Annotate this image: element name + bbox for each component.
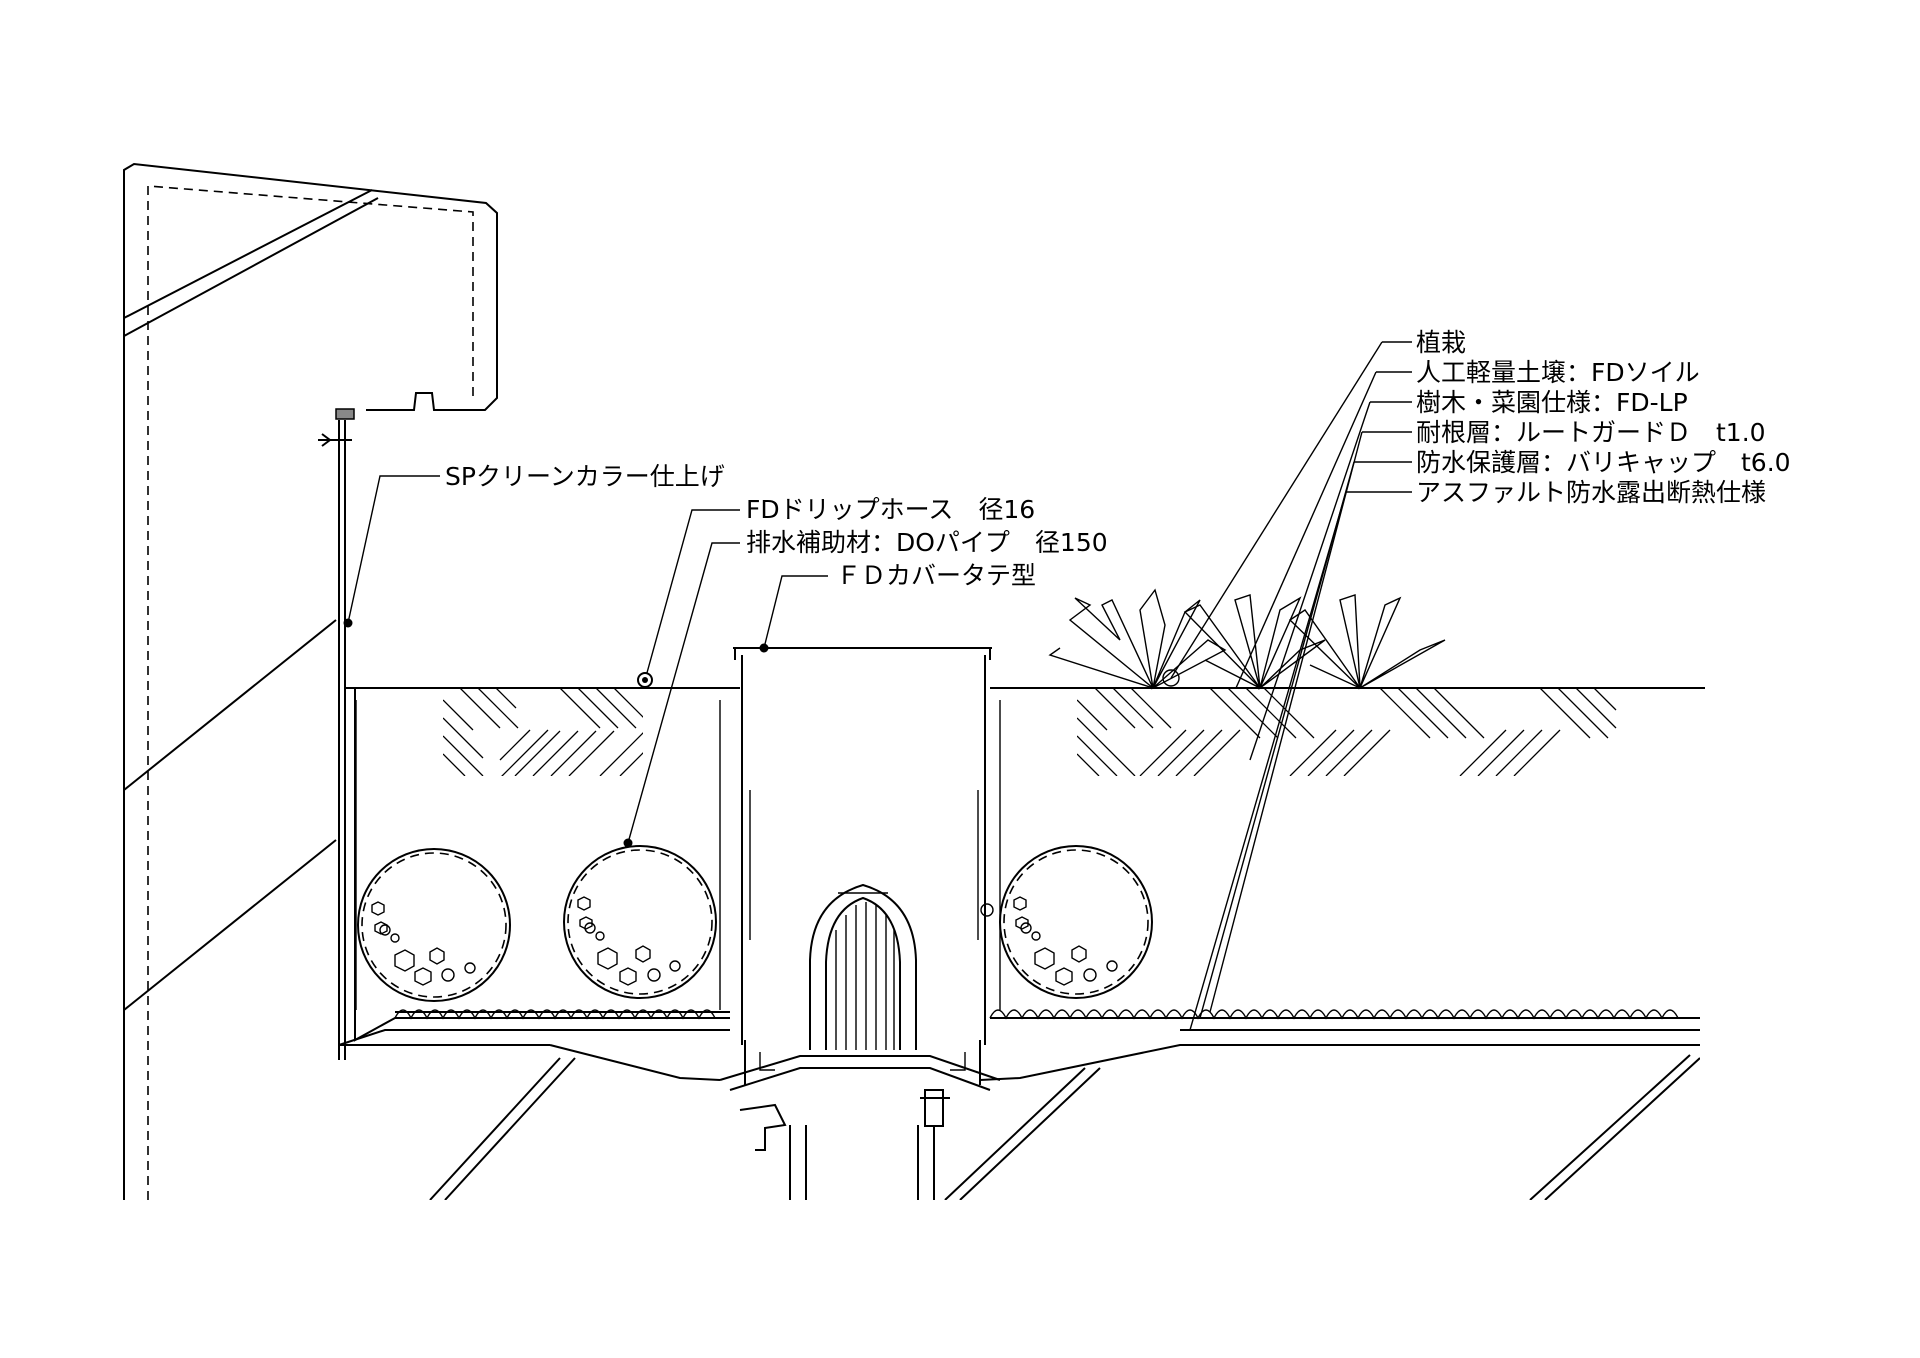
soil-hatch-left — [443, 688, 643, 776]
label-drip-hose: FDドリップホース 径16 — [746, 495, 1035, 524]
do-pipe-3 — [999, 845, 1153, 999]
do-pipe-2 — [563, 845, 717, 999]
planter-structure — [338, 688, 1700, 1200]
roof-drain — [719, 883, 1001, 1200]
leader-lines — [343, 341, 1412, 1031]
layer-legend: 植栽 人工軽量土壌：FDソイル 樹木・菜園仕様：FD-LP 耐根層：ルートガード… — [1416, 328, 1791, 507]
do-pipe-1 — [357, 848, 511, 1002]
soil-hatch-right — [1077, 688, 1617, 776]
label-soil: 人工軽量土壌：FDソイル — [1416, 358, 1700, 387]
label-protection: 防水保護層：バリキャップ t6.0 — [1416, 448, 1791, 477]
label-root-guard: 耐根層：ルートガードＤ t1.0 — [1416, 418, 1766, 447]
parapet — [123, 162, 498, 1200]
soil-layer — [345, 687, 1705, 1010]
label-planting: 植栽 — [1416, 328, 1466, 357]
fd-cover — [733, 647, 994, 1045]
coping-flashing — [318, 408, 355, 1060]
drainage-layer-left — [394, 1009, 730, 1020]
label-drain-aid: 排水補助材：DOパイプ 径150 — [746, 528, 1108, 557]
drainage-layer-right — [989, 1009, 1679, 1020]
label-waterproofing: アスファルト防水露出断熱仕様 — [1416, 478, 1766, 507]
plants — [1048, 588, 1446, 691]
label-fd-cover: ＦＤカバータテ型 — [836, 561, 1036, 590]
label-tree-spec: 樹木・菜園仕様：FD-LP — [1416, 388, 1688, 417]
label-finish: SPクリーンカラー仕上げ — [445, 462, 725, 491]
